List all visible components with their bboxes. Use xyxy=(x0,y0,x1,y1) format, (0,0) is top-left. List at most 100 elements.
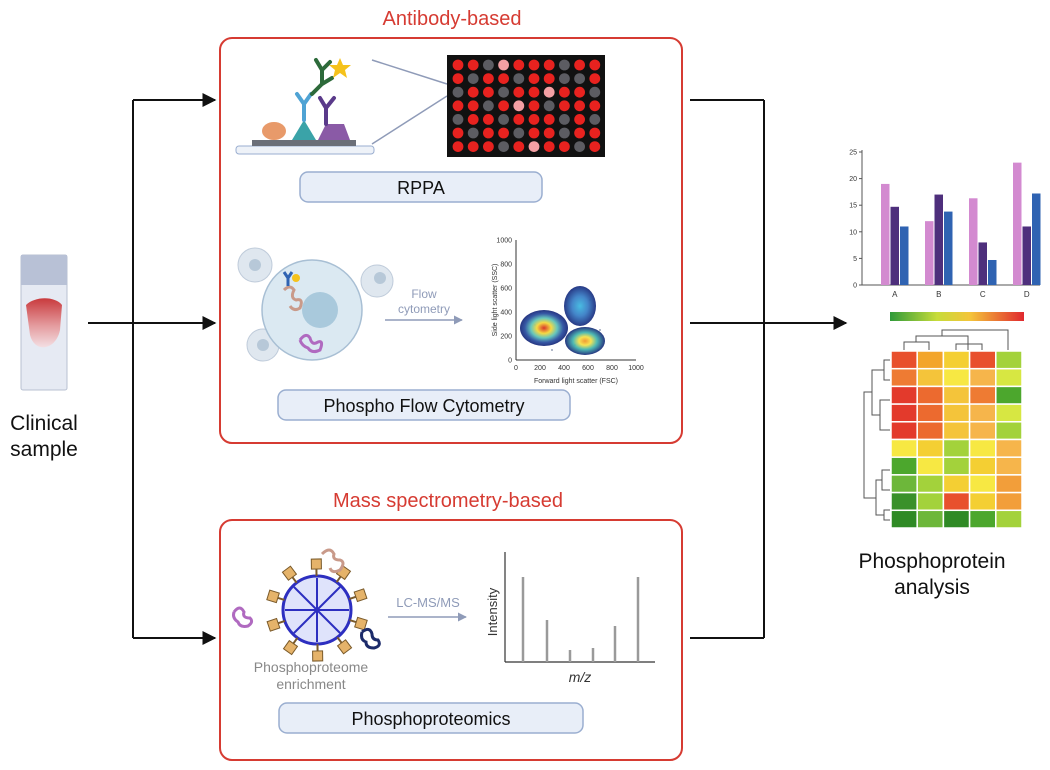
bar xyxy=(890,206,899,285)
heatmap-cell xyxy=(890,509,918,529)
scatter-y-axis-title: Side light scatter (SSC) xyxy=(492,264,499,337)
flow-label: Phospho Flow Cytometry xyxy=(323,396,524,416)
rppa-spot xyxy=(589,114,601,125)
heatmap-cell xyxy=(890,456,918,476)
rppa-spot xyxy=(467,59,479,71)
bar-y-tick: 0 xyxy=(853,283,857,290)
sample-tube-cap xyxy=(21,255,67,285)
rppa-spot xyxy=(543,100,555,112)
slide-base xyxy=(235,145,375,155)
rppa-spot xyxy=(589,73,601,84)
heatmap-cell xyxy=(890,491,918,512)
enrichment-bead-illustration xyxy=(232,548,381,662)
rppa-spot xyxy=(543,73,555,84)
rppa-spot xyxy=(574,100,585,112)
rppa-spot xyxy=(589,141,601,153)
heatmap-cell xyxy=(890,385,918,405)
flow-label-box xyxy=(277,389,571,421)
heatmap-cell xyxy=(942,421,971,441)
rppa-spot xyxy=(574,59,585,71)
scatter-y-tick: 1000 xyxy=(496,238,512,245)
ligand-head xyxy=(266,589,280,604)
bar-y-tick: 25 xyxy=(849,150,857,157)
rppa-spot xyxy=(483,114,494,125)
rppa-spot xyxy=(543,59,555,71)
rppa-spot xyxy=(559,100,570,112)
spectrum-y-label: Intensity xyxy=(485,587,500,636)
bar-y-tick: 10 xyxy=(849,229,857,236)
rppa-spot xyxy=(574,127,585,139)
heatmap-cell xyxy=(916,438,945,458)
scatter-x-tick: 600 xyxy=(582,365,594,372)
bar xyxy=(1032,193,1041,285)
rppa-spot xyxy=(467,86,479,98)
rppa-spot xyxy=(528,59,540,71)
ligand-head xyxy=(312,650,324,662)
scatter-y-tick: 0 xyxy=(508,358,512,365)
bar xyxy=(881,183,890,285)
bar xyxy=(988,259,997,285)
color-scale-bar xyxy=(890,312,1024,321)
heatmap-cell xyxy=(995,350,1023,370)
bar xyxy=(925,221,934,285)
rppa-spot xyxy=(589,86,601,98)
bar xyxy=(944,211,953,285)
secondary-antibody-icon xyxy=(310,58,334,96)
scatter-x-tick: 400 xyxy=(558,365,570,372)
rppa-spot xyxy=(467,73,479,84)
heatmap-cell xyxy=(968,367,997,388)
rppa-spot xyxy=(513,100,525,112)
output-label-line2: analysis xyxy=(894,576,970,599)
rppa-spot xyxy=(559,114,570,125)
rppa-spot xyxy=(543,114,555,125)
rppa-spot xyxy=(528,73,540,84)
rppa-spot xyxy=(513,73,525,84)
bar xyxy=(1013,162,1022,285)
heatmap-dendrogram-top xyxy=(903,329,1009,350)
fluorescent-star-icon xyxy=(329,58,351,78)
ligand-head xyxy=(353,588,368,603)
zoom-line-top xyxy=(371,59,448,85)
cells-illustration xyxy=(237,247,394,362)
heatmap-cell xyxy=(942,403,971,423)
ligand-head xyxy=(310,558,322,570)
population-top xyxy=(564,286,596,326)
rppa-spot xyxy=(452,100,464,112)
bar-category-label: D xyxy=(1024,290,1030,299)
rppa-spot xyxy=(543,86,555,98)
bar-category-label: A xyxy=(892,290,898,299)
protein-teal-icon xyxy=(292,120,316,140)
antibody-binding-illustration xyxy=(235,58,448,155)
heatmap-cell xyxy=(942,474,971,494)
slide-layer xyxy=(252,140,356,146)
sample-label-line2: sample xyxy=(10,438,78,461)
rppa-spot xyxy=(467,127,479,139)
rppa-spot xyxy=(498,127,509,139)
ligand-head xyxy=(336,639,353,655)
heatmap-cell xyxy=(916,367,945,388)
heatmap-cell xyxy=(942,509,971,529)
rppa-array xyxy=(452,59,601,153)
rppa-spot xyxy=(452,73,464,84)
heatmap-cell xyxy=(968,385,997,405)
rppa-spot xyxy=(559,59,570,71)
heatmap-cell xyxy=(916,474,945,494)
sample-tissue xyxy=(26,298,62,348)
rppa-spot xyxy=(528,127,540,139)
scatter-x-tick: 800 xyxy=(606,365,618,372)
heatmap-cell xyxy=(995,491,1023,512)
heatmap-cell xyxy=(995,421,1023,441)
rppa-spot xyxy=(528,100,540,112)
heatmap-cell xyxy=(942,385,971,405)
protein-coil-icon xyxy=(282,285,303,312)
heatmap-cell xyxy=(968,491,997,512)
heatmap-cell xyxy=(916,421,945,441)
rppa-spot xyxy=(513,114,525,125)
bar xyxy=(900,226,909,285)
flow-arrow-label-line1: Flow xyxy=(411,287,437,301)
bound-protein-top-icon xyxy=(320,548,345,574)
flow-arrow-label-line2: cytometry xyxy=(398,302,450,316)
heatmap-cell xyxy=(890,367,918,388)
mass-spectrum: Intensity m/z xyxy=(485,552,655,685)
